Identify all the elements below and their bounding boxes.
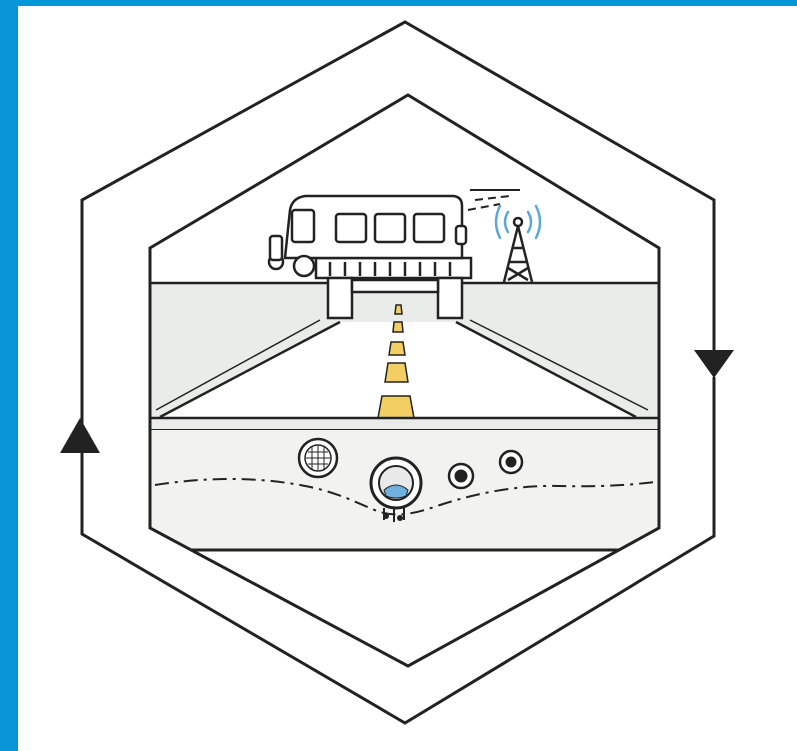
radio-tower-icon [502, 216, 534, 283]
arrow-up-icon [60, 418, 100, 453]
bridge-pier-left [326, 276, 354, 320]
grid-sensor-inner [304, 444, 332, 472]
lane-mark-3 [388, 341, 406, 356]
wave-right-outer [534, 204, 542, 240]
grid-sensor-icon [297, 437, 339, 479]
road-right-shoulder [469, 319, 649, 411]
arrow-down-icon [694, 350, 734, 378]
bridge-deck [314, 256, 473, 280]
water-sensor-icon [369, 456, 423, 522]
bus-icon [267, 194, 468, 278]
road-left-edge [159, 320, 341, 419]
grid-sensor-mesh [306, 446, 330, 470]
bus-window-2 [373, 212, 407, 244]
small-sensor-icon [447, 462, 475, 490]
small-sensor-b-core [505, 456, 517, 468]
road-pavement-layer [150, 418, 659, 430]
inner-hexagon [148, 93, 661, 668]
signal-waves [494, 204, 542, 240]
water-pool [383, 484, 409, 499]
small-sensor-icon [498, 449, 524, 475]
drop-2 [397, 515, 403, 521]
wave-left-inner [503, 210, 510, 234]
lane-mark-4 [384, 362, 409, 383]
road-right-edge [455, 320, 637, 419]
lane-mark-2 [392, 321, 404, 333]
left-border [0, 0, 18, 751]
lane-markings [377, 304, 415, 419]
drop-1 [383, 513, 389, 519]
motion-line-3 [467, 203, 501, 211]
wave-left-outer [494, 204, 502, 240]
lane-mark-5 [377, 395, 415, 419]
motion-lines [467, 189, 520, 211]
bridge-pier-right [436, 276, 464, 320]
outer-cycle-path [80, 20, 716, 725]
bus-windshield [290, 208, 316, 244]
bus-wheel-mid [292, 254, 316, 278]
lane-mark-1 [394, 304, 403, 315]
bus-window-3 [412, 212, 446, 244]
small-sensor-a-core [454, 469, 468, 483]
outer-cycle-upper [80, 20, 716, 444]
outer-cycle-lower [80, 376, 716, 725]
bus-bumper [268, 234, 284, 262]
bus-tail-light [454, 224, 468, 246]
wave-right-inner [526, 210, 533, 234]
tunnel-portal [350, 278, 440, 294]
top-border [0, 0, 797, 6]
road-left-shoulder [155, 319, 321, 411]
tower-brace-4 [507, 266, 529, 282]
tower-beacon [512, 216, 524, 228]
subsurface-boundary [154, 477, 656, 516]
motion-line-2 [474, 195, 511, 201]
bus-window-1 [334, 212, 368, 244]
